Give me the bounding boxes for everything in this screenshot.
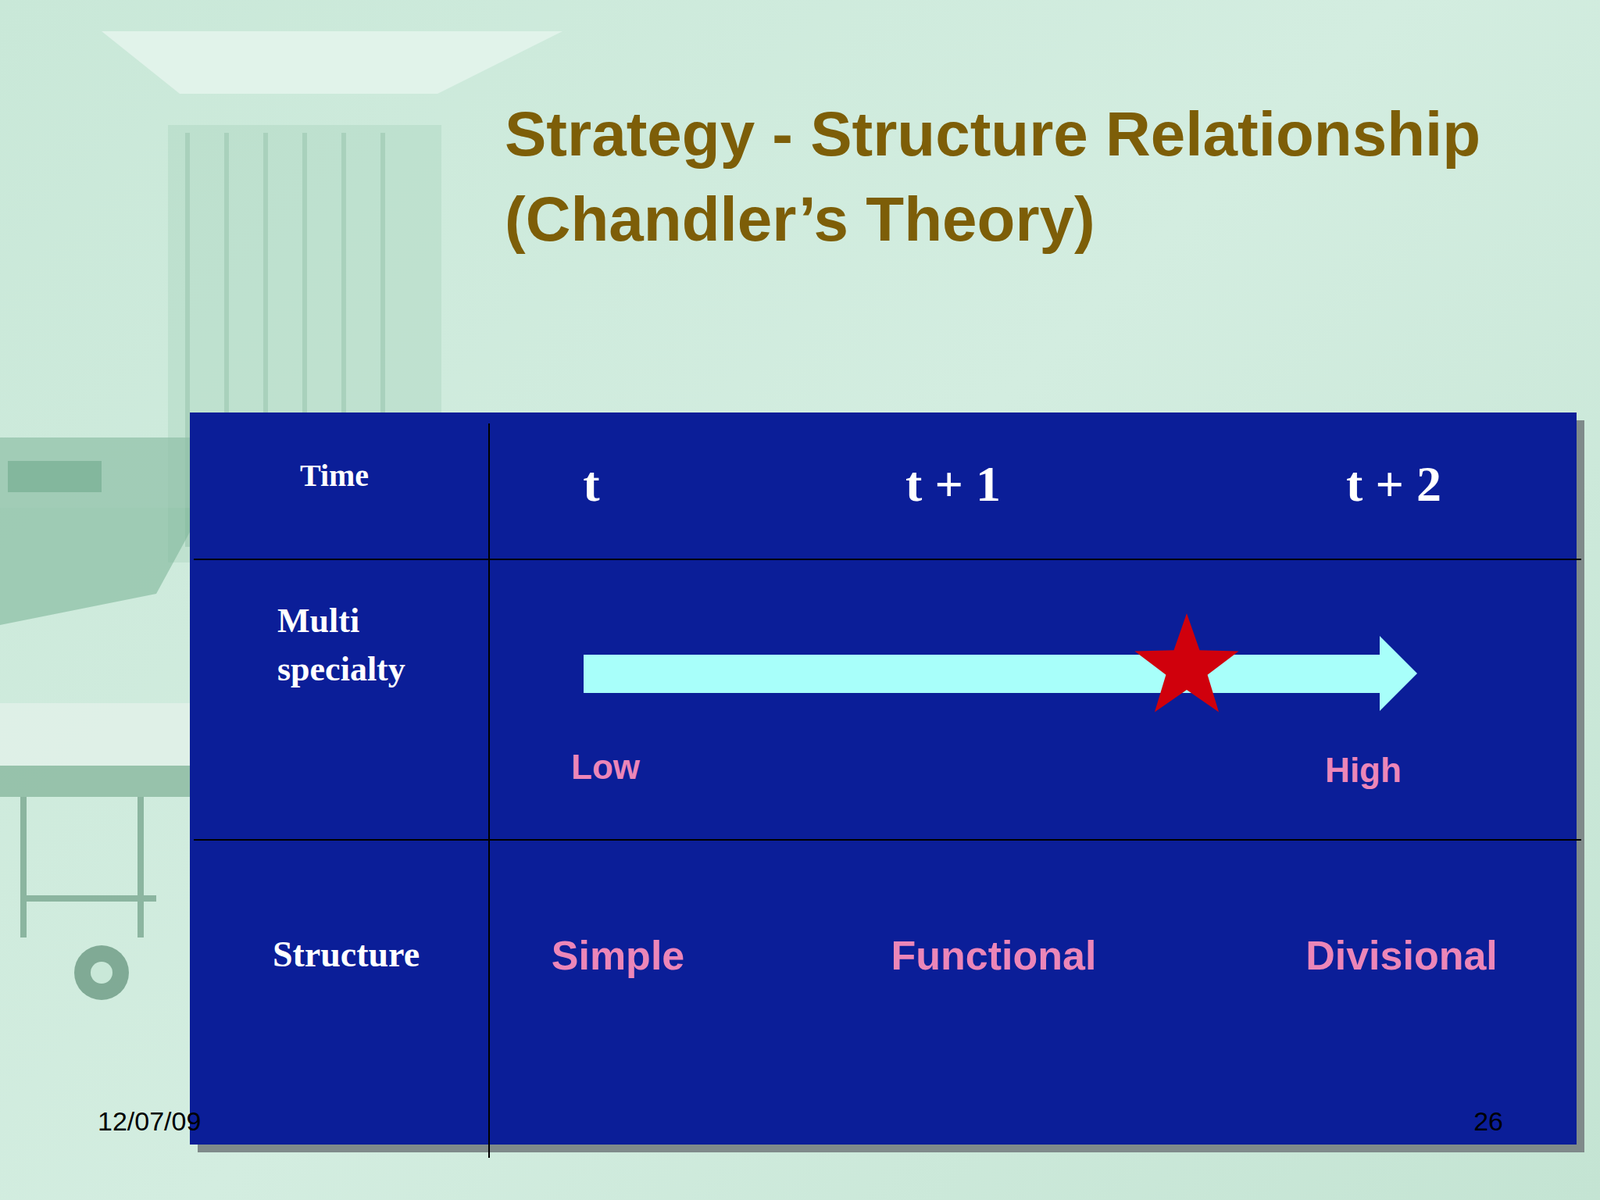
structure-cell: Divisional bbox=[1305, 932, 1498, 980]
time-header: t + 2 bbox=[1346, 455, 1442, 514]
time-header: t bbox=[582, 455, 600, 514]
scale-label: High bbox=[1325, 750, 1402, 791]
scale-label: Low bbox=[571, 747, 640, 788]
row-header: Time bbox=[300, 457, 369, 494]
row-header: Multi specialty bbox=[277, 596, 473, 693]
marker-star bbox=[1134, 613, 1239, 713]
time-header: t + 1 bbox=[905, 455, 1001, 514]
structure-cell: Simple bbox=[551, 932, 686, 980]
footer-date: 12/07/09 bbox=[97, 1106, 201, 1137]
trend-arrow bbox=[583, 635, 1418, 711]
slide-title: Strategy - Structure Relationship (Chand… bbox=[504, 92, 1490, 263]
structure-cell: Functional bbox=[891, 932, 1097, 980]
row-header: Structure bbox=[272, 934, 420, 976]
page-number: 26 bbox=[1473, 1106, 1504, 1137]
